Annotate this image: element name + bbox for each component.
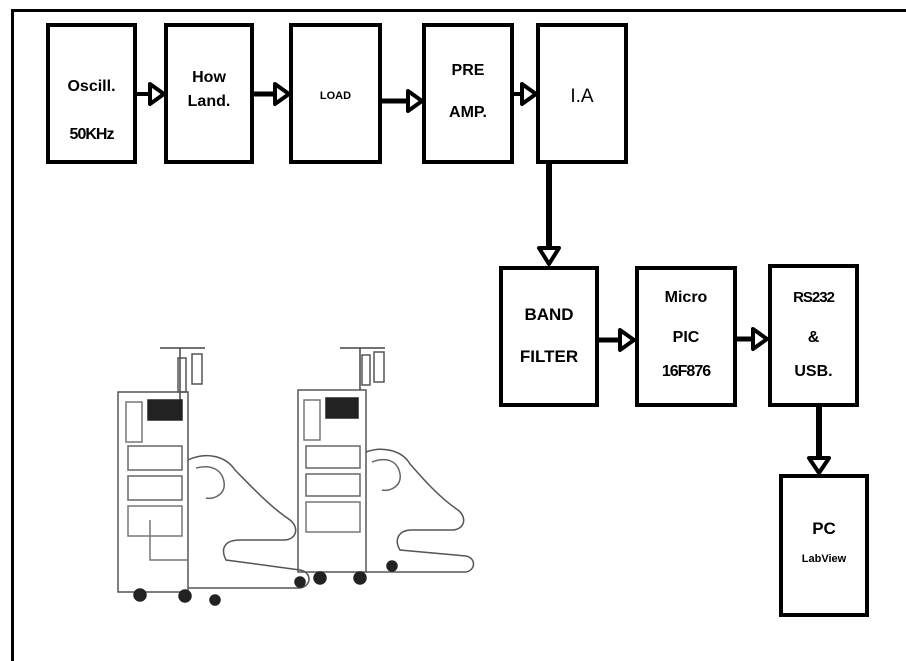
block-oscillator-line1: Oscill. [67,78,116,95]
block-band-filter: BAND FILTER [499,266,599,407]
arrow-micropic-to-comm [737,327,769,351]
arrow-ia-to-bandfilter [537,164,561,266]
block-howland-line2: Land. [187,93,231,110]
block-micro-pic: Micro PIC 16F876 [635,266,737,407]
block-micro-pic-line3: 16F876 [661,363,711,380]
block-howland-line1: How [192,69,226,86]
block-load: LOAD [289,23,382,164]
arrow-oscill-to-howland [137,82,166,106]
arrow-howland-to-load [254,82,291,106]
diagram-frame [11,9,906,661]
block-micro-pic-line2: PIC [672,329,700,346]
arrow-comm-to-pc [807,407,831,475]
block-rs232-usb-line1: RS232 [793,289,835,306]
block-rs232-usb: RS232 & USB. [768,264,859,407]
block-pc: PC LabView [779,474,869,617]
block-preamp-line2: AMP. [449,104,487,121]
block-ia: I.A [536,23,628,164]
machine-left [117,347,310,606]
block-micro-pic-line1: Micro [664,289,708,306]
block-ia-line1: I.A [570,86,594,107]
block-load-line1: LOAD [319,90,352,102]
block-oscillator: Oscill. 50KHz [46,23,137,164]
block-preamp: PRE AMP. [422,23,514,164]
block-oscillator-line2: 50KHz [69,126,115,143]
block-band-filter-line2: FILTER [519,347,579,366]
arrow-load-to-preamp [382,89,424,113]
block-pc-line1: PC [812,519,836,538]
machine-right [297,347,475,585]
block-preamp-line1: PRE [451,62,485,79]
block-pc-line2: LabView [801,553,847,565]
arrow-bandfilter-to-micropic [599,328,636,352]
block-rs232-usb-line3: USB. [794,363,833,380]
block-band-filter-line1: BAND [524,305,574,324]
block-howland: How Land. [164,23,254,164]
block-rs232-usb-line2: & [807,329,820,346]
arrow-preamp-to-ia [514,82,538,106]
